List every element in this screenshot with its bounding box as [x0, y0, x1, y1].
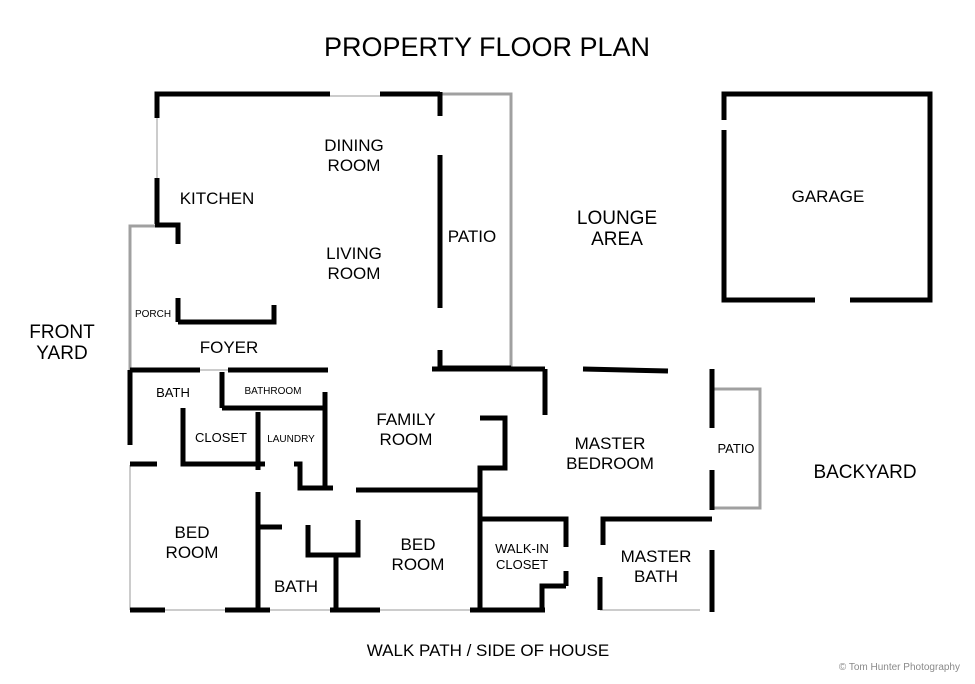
- foyer-label: FOYER: [200, 338, 259, 357]
- outdoor-labels: FRONT YARD LOUNGE AREA BACKYARD WALK PAT…: [29, 208, 916, 660]
- master-bedroom-label: MASTER: [575, 434, 646, 453]
- walk-in-closet-label: WALK-IN: [495, 541, 549, 556]
- family-room-label-line2: ROOM: [380, 430, 433, 449]
- closet-label: CLOSET: [195, 430, 247, 445]
- room-labels: DINING ROOM KITCHEN LIVING ROOM PATIO PO…: [135, 136, 864, 596]
- bed-room-left-label: BED: [175, 523, 210, 542]
- walk-path-label: WALK PATH / SIDE OF HOUSE: [367, 641, 609, 660]
- dining-room-label: DINING: [324, 136, 384, 155]
- laundry-label: LAUNDRY: [267, 434, 315, 445]
- bath-small-label: BATH: [156, 385, 190, 400]
- front-yard-label-line2: YARD: [36, 343, 87, 364]
- patio-upper-label: PATIO: [448, 227, 497, 246]
- walk-in-closet-label-line2: CLOSET: [496, 557, 548, 572]
- bathroom-label: BATHROOM: [244, 386, 301, 397]
- living-room-label: LIVING: [326, 244, 382, 263]
- front-yard-label: FRONT: [29, 322, 95, 343]
- living-room-label-line2: ROOM: [328, 264, 381, 283]
- family-room-label: FAMILY: [376, 410, 435, 429]
- photo-credit: © Tom Hunter Photography: [839, 662, 960, 673]
- backyard-label: BACKYARD: [813, 462, 916, 483]
- master-bedroom-label-line2: BEDROOM: [566, 454, 654, 473]
- dining-room-label-line2: ROOM: [328, 156, 381, 175]
- plan-title: PROPERTY FLOOR PLAN: [324, 32, 650, 62]
- porch-label: PORCH: [135, 309, 171, 320]
- garage-label: GARAGE: [792, 187, 865, 206]
- patio-right-label: PATIO: [717, 441, 754, 456]
- walls: [127, 91, 933, 613]
- lounge-area-label-line2: AREA: [591, 229, 643, 250]
- master-bath-label-line2: BATH: [634, 567, 678, 586]
- bath-lower-label: BATH: [274, 577, 318, 596]
- lounge-area-label: LOUNGE: [577, 208, 657, 229]
- kitchen-label: KITCHEN: [180, 189, 255, 208]
- bed-room-left-label-line2: ROOM: [166, 543, 219, 562]
- glass-walls: [128, 92, 762, 510]
- master-bath-label: MASTER: [621, 547, 692, 566]
- bed-room-center-label: BED: [401, 535, 436, 554]
- bed-room-center-label-line2: ROOM: [392, 555, 445, 574]
